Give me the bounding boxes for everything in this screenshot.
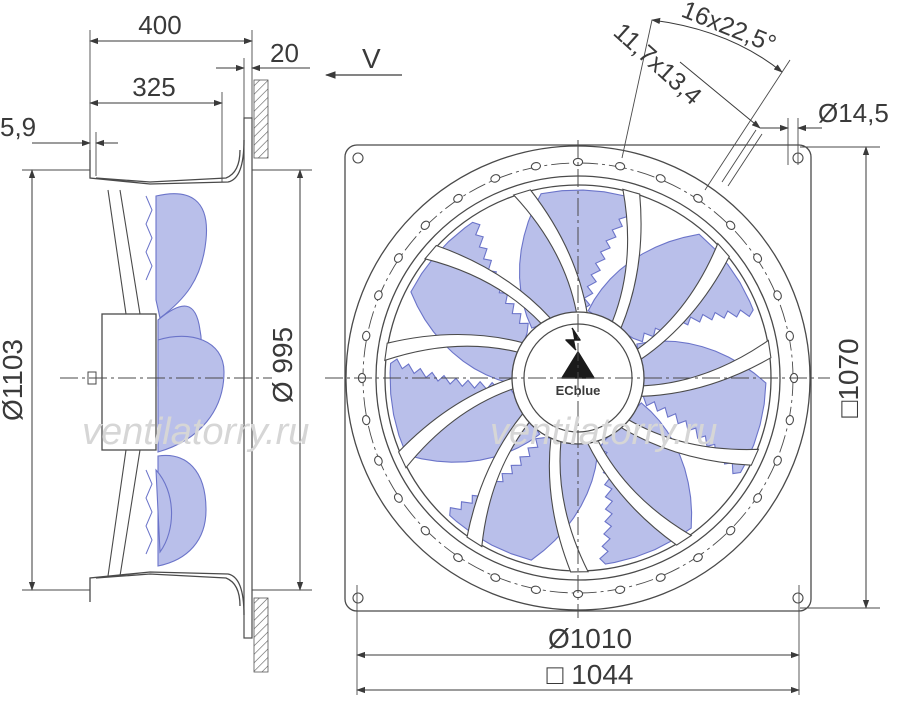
bolt-hole [420,526,430,536]
ecblue-logo-text: ECblue [556,383,601,398]
bolt-hole [726,220,736,230]
bolt-hole [614,585,626,594]
bolt-hole [530,162,542,171]
dim-slot-leader [679,61,761,129]
bolt-hole [655,174,666,183]
dim-angle-label: 16x22,5° [678,0,780,59]
dim-1010-label: Ø1010 [548,623,632,654]
strut-lines [107,189,141,577]
bolt-hole [614,162,626,171]
strut-arm [640,339,772,397]
bolt-hole [393,493,403,503]
strut-arm [548,437,589,573]
bolt-hole [726,526,736,536]
wall-hatch-top [253,79,269,159]
view-label: V [362,43,381,74]
dim-325-label: 325 [132,72,175,102]
strut-arm [586,440,693,546]
dim-slot-label: 11,7x13,4 [608,18,707,111]
watermark-left: ventilatorry.ru [82,411,309,453]
bolt-hole [773,455,782,466]
bolt-hole [693,553,703,563]
strut-arm [512,189,588,314]
bolt-hole [420,220,430,230]
bolt-hole [655,573,666,582]
strut-arm [384,333,524,362]
dim-20-label: 20 [270,38,299,68]
strut-arm [636,242,730,360]
blade-serration-side [145,195,153,555]
bolt-holes [357,157,799,599]
front-view: ECblue 16x22,5° 11,7x13,4 Ø14,5 □1070 Ø1… [325,0,889,695]
bolt-hole [362,330,371,342]
housing-bottom-outline [89,571,245,616]
bolt-hole [490,573,501,582]
bolt-hole [785,414,794,426]
bolt-hole [785,330,794,342]
strut-arm [397,377,514,469]
dim-1070-label: □1070 [833,338,864,417]
bolt-hole [362,414,371,426]
side-view: 400 325 5,9 20 V Ø1103 Ø 995 [0,10,402,673]
bolt-hole [393,253,403,263]
bolt-hole [374,290,383,301]
bolt-hole [773,290,782,301]
bolt-hole [374,455,383,466]
dim-arc-angle [651,17,783,73]
dim-995-label: Ø 995 [267,327,298,403]
bolt-hole [572,157,584,167]
struts-front [384,188,772,573]
bolt-hole [530,585,542,594]
bolt-hole [453,193,463,203]
dim-5-9-label: 5,9 [0,112,36,142]
strut-arm [611,188,642,329]
wall-hatch-bottom [253,597,269,673]
bolt-hole [453,553,463,563]
watermark-right: ventilatorry.ru [490,411,717,453]
bolt-hole [693,193,703,203]
blades-side [155,193,225,567]
strut-arm [466,413,530,548]
strut-arm [424,244,552,324]
bolt-hole [753,493,763,503]
housing-top-outline [89,139,245,185]
strut-arm [620,419,760,466]
motor-body [101,313,157,451]
dim-1103-label: Ø1103 [0,339,28,421]
bolt-hole [753,253,763,263]
dim-1044-label: □ 1044 [547,659,634,690]
bolt-hole [490,174,501,183]
dim-14-5-label: Ø14,5 [818,98,889,128]
dim-400-label: 400 [138,10,181,40]
